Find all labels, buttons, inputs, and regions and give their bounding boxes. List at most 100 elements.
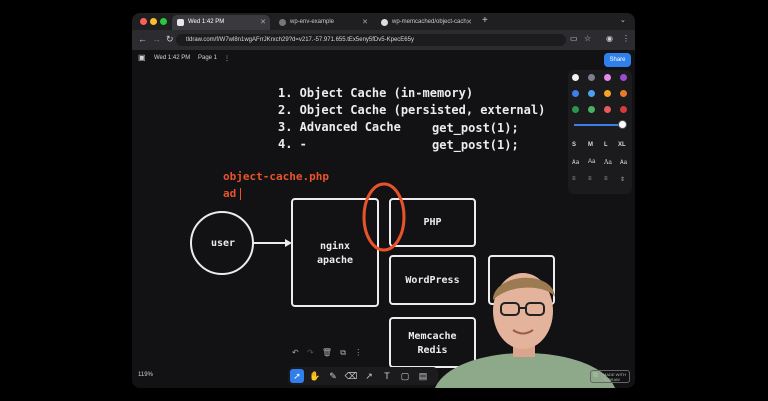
color-swatch[interactable]	[604, 74, 611, 81]
font-mono-button[interactable]: Aa	[620, 159, 628, 166]
server-label-nginx: nginx	[319, 241, 351, 252]
server-label-apache: apache	[316, 255, 354, 266]
more-menu-icon[interactable]: ⋮	[622, 34, 630, 43]
forward-icon[interactable]: →	[152, 34, 161, 44]
opacity-slider[interactable]	[574, 124, 622, 126]
tab-tldraw[interactable]: Wed 1:42 PM ✕	[172, 15, 270, 30]
color-swatch[interactable]	[588, 106, 595, 113]
hair-shape	[493, 277, 555, 300]
page-menu[interactable]: Page 1	[198, 55, 218, 61]
align-left-icon[interactable]: ≡	[572, 176, 576, 182]
cast-icon[interactable]: ▭	[570, 34, 578, 43]
tab-wp-env-example[interactable]: wp-env-example ✕	[274, 15, 372, 30]
tldraw-canvas[interactable]: ▣ Wed 1:42 PM Page 1 ⋮ Share S M L XL Aa…	[132, 50, 635, 388]
cache-label-redis: Redis	[417, 345, 448, 356]
color-swatch[interactable]	[604, 106, 611, 113]
color-swatch[interactable]	[572, 106, 579, 113]
tab-search-icon[interactable]: ⌄	[620, 17, 626, 24]
maximize-window-button[interactable]	[160, 18, 167, 25]
close-window-button[interactable]	[140, 18, 147, 25]
address-bar: ← → ↻ tldraw.com/f/W7wl8n1wgAFrrJKrxch29…	[132, 30, 635, 50]
php-label: PHP	[423, 217, 442, 228]
tab-label: wp-env-example	[290, 19, 335, 25]
undo-redo-bar: ↶ ↷ 🗑 ⧉ ⋮	[292, 348, 362, 358]
minimize-window-button[interactable]	[150, 18, 157, 25]
font-draw-button[interactable]: Aa	[572, 159, 580, 166]
redo-icon[interactable]: ↷	[306, 348, 314, 357]
page-options-icon[interactable]: ⋮	[224, 56, 230, 62]
color-swatch[interactable]	[620, 74, 627, 81]
undo-icon[interactable]: ↶	[292, 348, 299, 357]
share-button[interactable]: Share	[604, 53, 631, 67]
php-box[interactable]	[389, 198, 476, 247]
tab-close-icon[interactable]: ✕	[362, 19, 368, 26]
color-swatch[interactable]	[604, 90, 611, 97]
tool-bar: ➚ ✋ ✎ ⌫ ↗ T ▢ ▤	[288, 367, 438, 385]
color-swatch[interactable]	[572, 90, 579, 97]
tab-wp-memcached[interactable]: wp-memcached/object-cach ✕	[376, 15, 476, 30]
select-tool-icon[interactable]: ➚	[290, 369, 304, 383]
color-swatch[interactable]	[620, 90, 627, 97]
color-swatch[interactable]	[572, 74, 579, 81]
list-item[interactable]: 2. Object Cache (persisted, external)	[278, 103, 546, 117]
new-tab-button[interactable]: +	[482, 15, 488, 26]
browser-window: Wed 1:42 PM ✕ wp-env-example ✕ wp-memcac…	[132, 13, 635, 388]
diagram-shapes	[190, 182, 555, 368]
github-icon	[381, 19, 388, 26]
wordpress-box[interactable]	[389, 255, 476, 305]
align-right-icon[interactable]: ≡	[604, 176, 608, 182]
size-m-button[interactable]: M	[588, 142, 593, 148]
red-note-line[interactable]: object-cache.php	[223, 170, 329, 183]
tldraw-logo-icon: ⧉	[593, 372, 598, 379]
tab-label: Wed 1:42 PM	[188, 19, 225, 25]
tab-close-icon[interactable]: ✕	[260, 19, 266, 26]
zoom-menu[interactable]: 119%	[138, 372, 153, 378]
code-line[interactable]: get_post(1);	[432, 138, 519, 152]
font-sans-button[interactable]: Aa	[588, 159, 596, 165]
arrow-tool-icon[interactable]: ↗	[365, 371, 373, 381]
sidebar-toggle-icon[interactable]: ▣	[138, 53, 146, 62]
size-l-button[interactable]: L	[604, 142, 608, 148]
duplicate-icon[interactable]: ⧉	[340, 348, 346, 357]
note-tool-icon[interactable]: ▢	[400, 371, 410, 381]
color-swatch[interactable]	[588, 90, 595, 97]
text-tool-icon[interactable]: T	[384, 371, 390, 381]
list-item[interactable]: 1. Object Cache (in-memory)	[278, 86, 474, 100]
back-icon[interactable]: ←	[138, 34, 147, 44]
mouth-shape	[512, 329, 534, 335]
eraser-tool-icon[interactable]: ⌫	[344, 371, 358, 381]
wordpress-label: WordPress	[405, 275, 460, 286]
opacity-slider-handle[interactable]	[618, 120, 627, 129]
text-cursor	[240, 188, 241, 200]
more-actions-icon[interactable]: ⋮	[354, 348, 363, 357]
url-field[interactable]: tldraw.com/f/W7wl8n1wgAFrrJKrxch29?d=v21…	[176, 34, 566, 46]
red-note-line[interactable]: ad	[223, 187, 237, 200]
font-serif-button[interactable]: Aa	[604, 159, 612, 166]
color-swatch[interactable]	[620, 106, 627, 113]
align-center-icon[interactable]: ≡	[588, 176, 592, 182]
hand-tool-icon[interactable]: ✋	[309, 371, 321, 381]
draw-tool-icon[interactable]: ✎	[329, 371, 337, 381]
profile-icon[interactable]: ◉	[606, 34, 613, 43]
bookmark-star-icon[interactable]: ☆	[584, 34, 592, 43]
color-swatch[interactable]	[588, 74, 595, 81]
size-s-button[interactable]: S	[572, 142, 577, 148]
badge-line: MADE WITH	[603, 372, 626, 377]
list-item[interactable]: 3. Advanced Cache	[278, 120, 401, 134]
vertical-align-icon[interactable]: ⇕	[620, 177, 626, 183]
size-xl-button[interactable]: XL	[618, 142, 626, 148]
reload-icon[interactable]: ↻	[166, 34, 174, 44]
arrow-head	[285, 239, 292, 247]
delete-icon[interactable]: 🗑	[321, 348, 333, 357]
tab-bar: Wed 1:42 PM ✕ wp-env-example ✕ wp-memcac…	[132, 13, 635, 30]
presenter-video	[435, 273, 615, 388]
made-with-tldraw-badge[interactable]: ⧉ MADE WITH TLDRAW	[590, 370, 630, 383]
page-time: Wed 1:42 PM	[154, 55, 191, 61]
highlight-circle[interactable]	[362, 182, 406, 252]
list-item[interactable]: 4. -	[278, 137, 307, 151]
server-box[interactable]	[291, 198, 379, 307]
code-line[interactable]: get_post(1);	[432, 121, 519, 135]
tab-close-icon[interactable]: ✕	[466, 19, 472, 26]
style-panel: S M L XL Aa Aa Aa Aa ≡ ≡ ≡ ⇕	[568, 70, 632, 194]
image-tool-icon[interactable]: ▤	[418, 371, 428, 381]
